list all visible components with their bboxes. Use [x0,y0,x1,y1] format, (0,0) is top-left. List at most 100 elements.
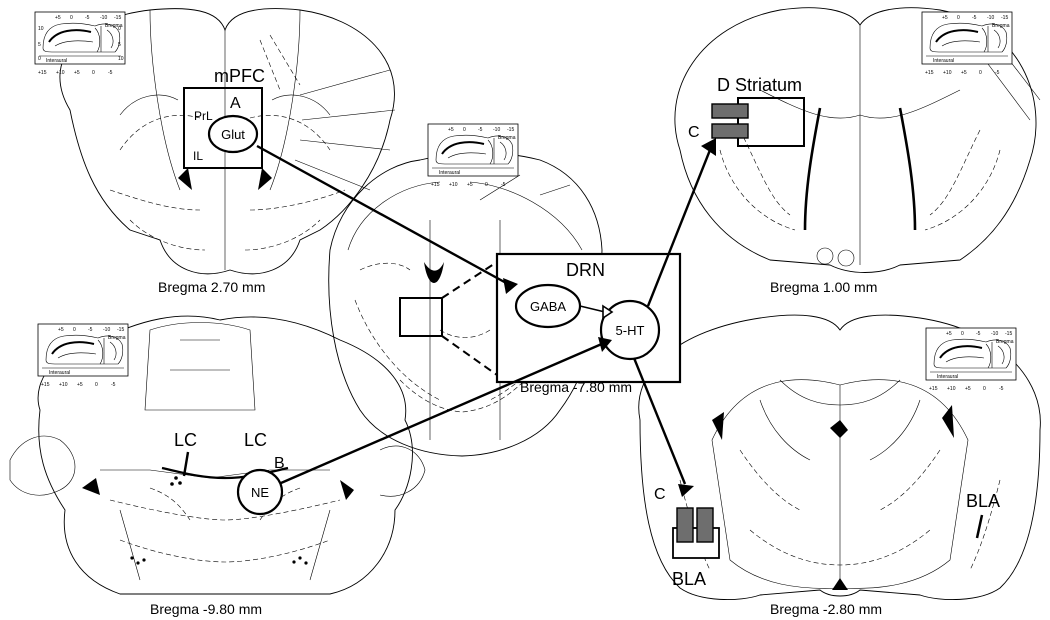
gaba-to-5ht-projection [579,305,606,313]
striatum-marker-c: C [688,124,700,141]
svg-text:Interaural: Interaural [46,58,67,64]
svg-text:+5: +5 [77,382,83,388]
svg-text:-5: -5 [976,331,981,337]
svg-text:Bregma: Bregma [105,23,123,29]
mpfc-region: mPFC A PrL IL Glut [183,66,265,169]
inset-drn [427,123,519,177]
svg-text:+10: +10 [943,70,952,76]
glut-terminal [503,278,518,294]
svg-text:+15: +15 [38,70,47,76]
svg-text:0: 0 [485,182,488,188]
lc-label-right: LC [244,430,267,450]
svg-text:0: 0 [92,70,95,76]
striatum-probe-upper [711,103,749,119]
bla-label-right: BLA [966,491,1000,511]
svg-text:10: 10 [38,26,44,32]
svg-text:-5: -5 [501,182,506,188]
inset-labels-bla: +5 0 -5 -10 -15 Bregma Interaural +15 +1… [929,331,1014,392]
svg-text:-15: -15 [117,327,124,333]
svg-text:0: 0 [118,26,121,32]
svg-text:-15: -15 [114,15,121,21]
svg-text:+5: +5 [965,386,971,392]
inset-labels-lc: +5 0 -5 -10 -15 Bregma Interaural +15 +1… [41,327,126,388]
svg-text:0: 0 [961,331,964,337]
svg-text:+5: +5 [961,70,967,76]
svg-text:+15: +15 [41,382,50,388]
svg-text:0: 0 [73,327,76,333]
svg-text:+10: +10 [56,70,65,76]
svg-text:+5: +5 [467,182,473,188]
lc-label-left: LC [174,430,197,450]
svg-text:5: 5 [118,42,121,48]
lc-marker-line [182,451,190,477]
drn-sampling-box [399,297,443,337]
svg-text:+5: +5 [946,331,952,337]
svg-text:Interaural: Interaural [933,58,954,64]
lc-section: Bregma -9.80 mm [9,315,426,617]
striatum-region: D Striatum C [688,75,805,147]
bla-section: Bregma -2.80 mm [638,314,1041,617]
ne-cell-label: NE [251,485,269,500]
svg-text:Bregma: Bregma [108,335,126,341]
bla-probe-right [696,507,714,543]
svg-text:0: 0 [979,70,982,76]
svg-text:-10: -10 [493,127,500,133]
bregma-label-striatum: Bregma 1.00 mm [770,279,877,295]
inset-lc [37,323,129,377]
ne-cell-node [236,468,284,516]
svg-text:+5: +5 [448,127,454,133]
glut-cell-label: Glut [221,127,245,142]
glut-to-drn-projection [256,144,509,286]
svg-text:+10: +10 [449,182,458,188]
inset-labels-mpfc: +5 0 -5 -10 -15 Bregma 10 5 0 0 5 10 Int… [38,15,124,76]
svg-text:+15: +15 [929,386,938,392]
svg-text:-5: -5 [478,127,483,133]
mpfc-box [183,87,263,169]
svg-text:+10: +10 [947,386,956,392]
svg-text:-5: -5 [88,327,93,333]
svg-text:-10: -10 [991,331,998,337]
gaba-cell-label: GABA [530,299,566,314]
svg-text:+5: +5 [58,327,64,333]
5ht-cell-node [599,299,661,361]
svg-text:-15: -15 [1001,15,1008,21]
inset-mpfc [34,11,126,65]
lc-region: LC LC B NE [174,430,285,516]
svg-text:-10: -10 [103,327,110,333]
svg-text:-10: -10 [987,15,994,21]
inset-labels-drn: +5 0 -5 -10 -15 Bregma Interaural +15 +1… [431,127,516,188]
svg-text:5: 5 [38,42,41,48]
svg-text:Interaural: Interaural [49,370,70,376]
svg-text:Interaural: Interaural [439,170,460,176]
svg-text:-5: -5 [111,382,116,388]
svg-text:0: 0 [983,386,986,392]
bla-region: C BLA BLA [654,486,1000,589]
svg-text:+15: +15 [431,182,440,188]
mpfc-prl-label: PrL [194,109,213,123]
inset-bla [925,327,1017,381]
bla-label-bottom: BLA [672,569,706,589]
inset-striatum [921,11,1013,65]
bregma-label-lc: Bregma -9.80 mm [150,601,262,617]
striatum-box [737,97,805,147]
mpfc-section: Bregma 2.70 mm [34,8,396,295]
striatum-section: Bregma 1.00 mm [674,7,1041,295]
svg-text:-15: -15 [507,127,514,133]
gaba-synapse-terminal [602,304,614,320]
svg-text:-5: -5 [995,70,1000,76]
svg-text:-5: -5 [972,15,977,21]
svg-text:+10: +10 [59,382,68,388]
bla-marker-c: C [654,486,666,503]
svg-text:+15: +15 [925,70,934,76]
svg-text:-5: -5 [999,386,1004,392]
striatum-terminal [701,138,716,156]
svg-text:-5: -5 [108,70,113,76]
glut-cell-node [207,114,259,154]
striatum-probe-lower [711,123,749,139]
5ht-to-striatum-projection [646,149,712,307]
zoom-line-bottom [441,335,498,376]
mpfc-il-label: IL [193,149,203,163]
svg-text:0: 0 [38,56,41,62]
